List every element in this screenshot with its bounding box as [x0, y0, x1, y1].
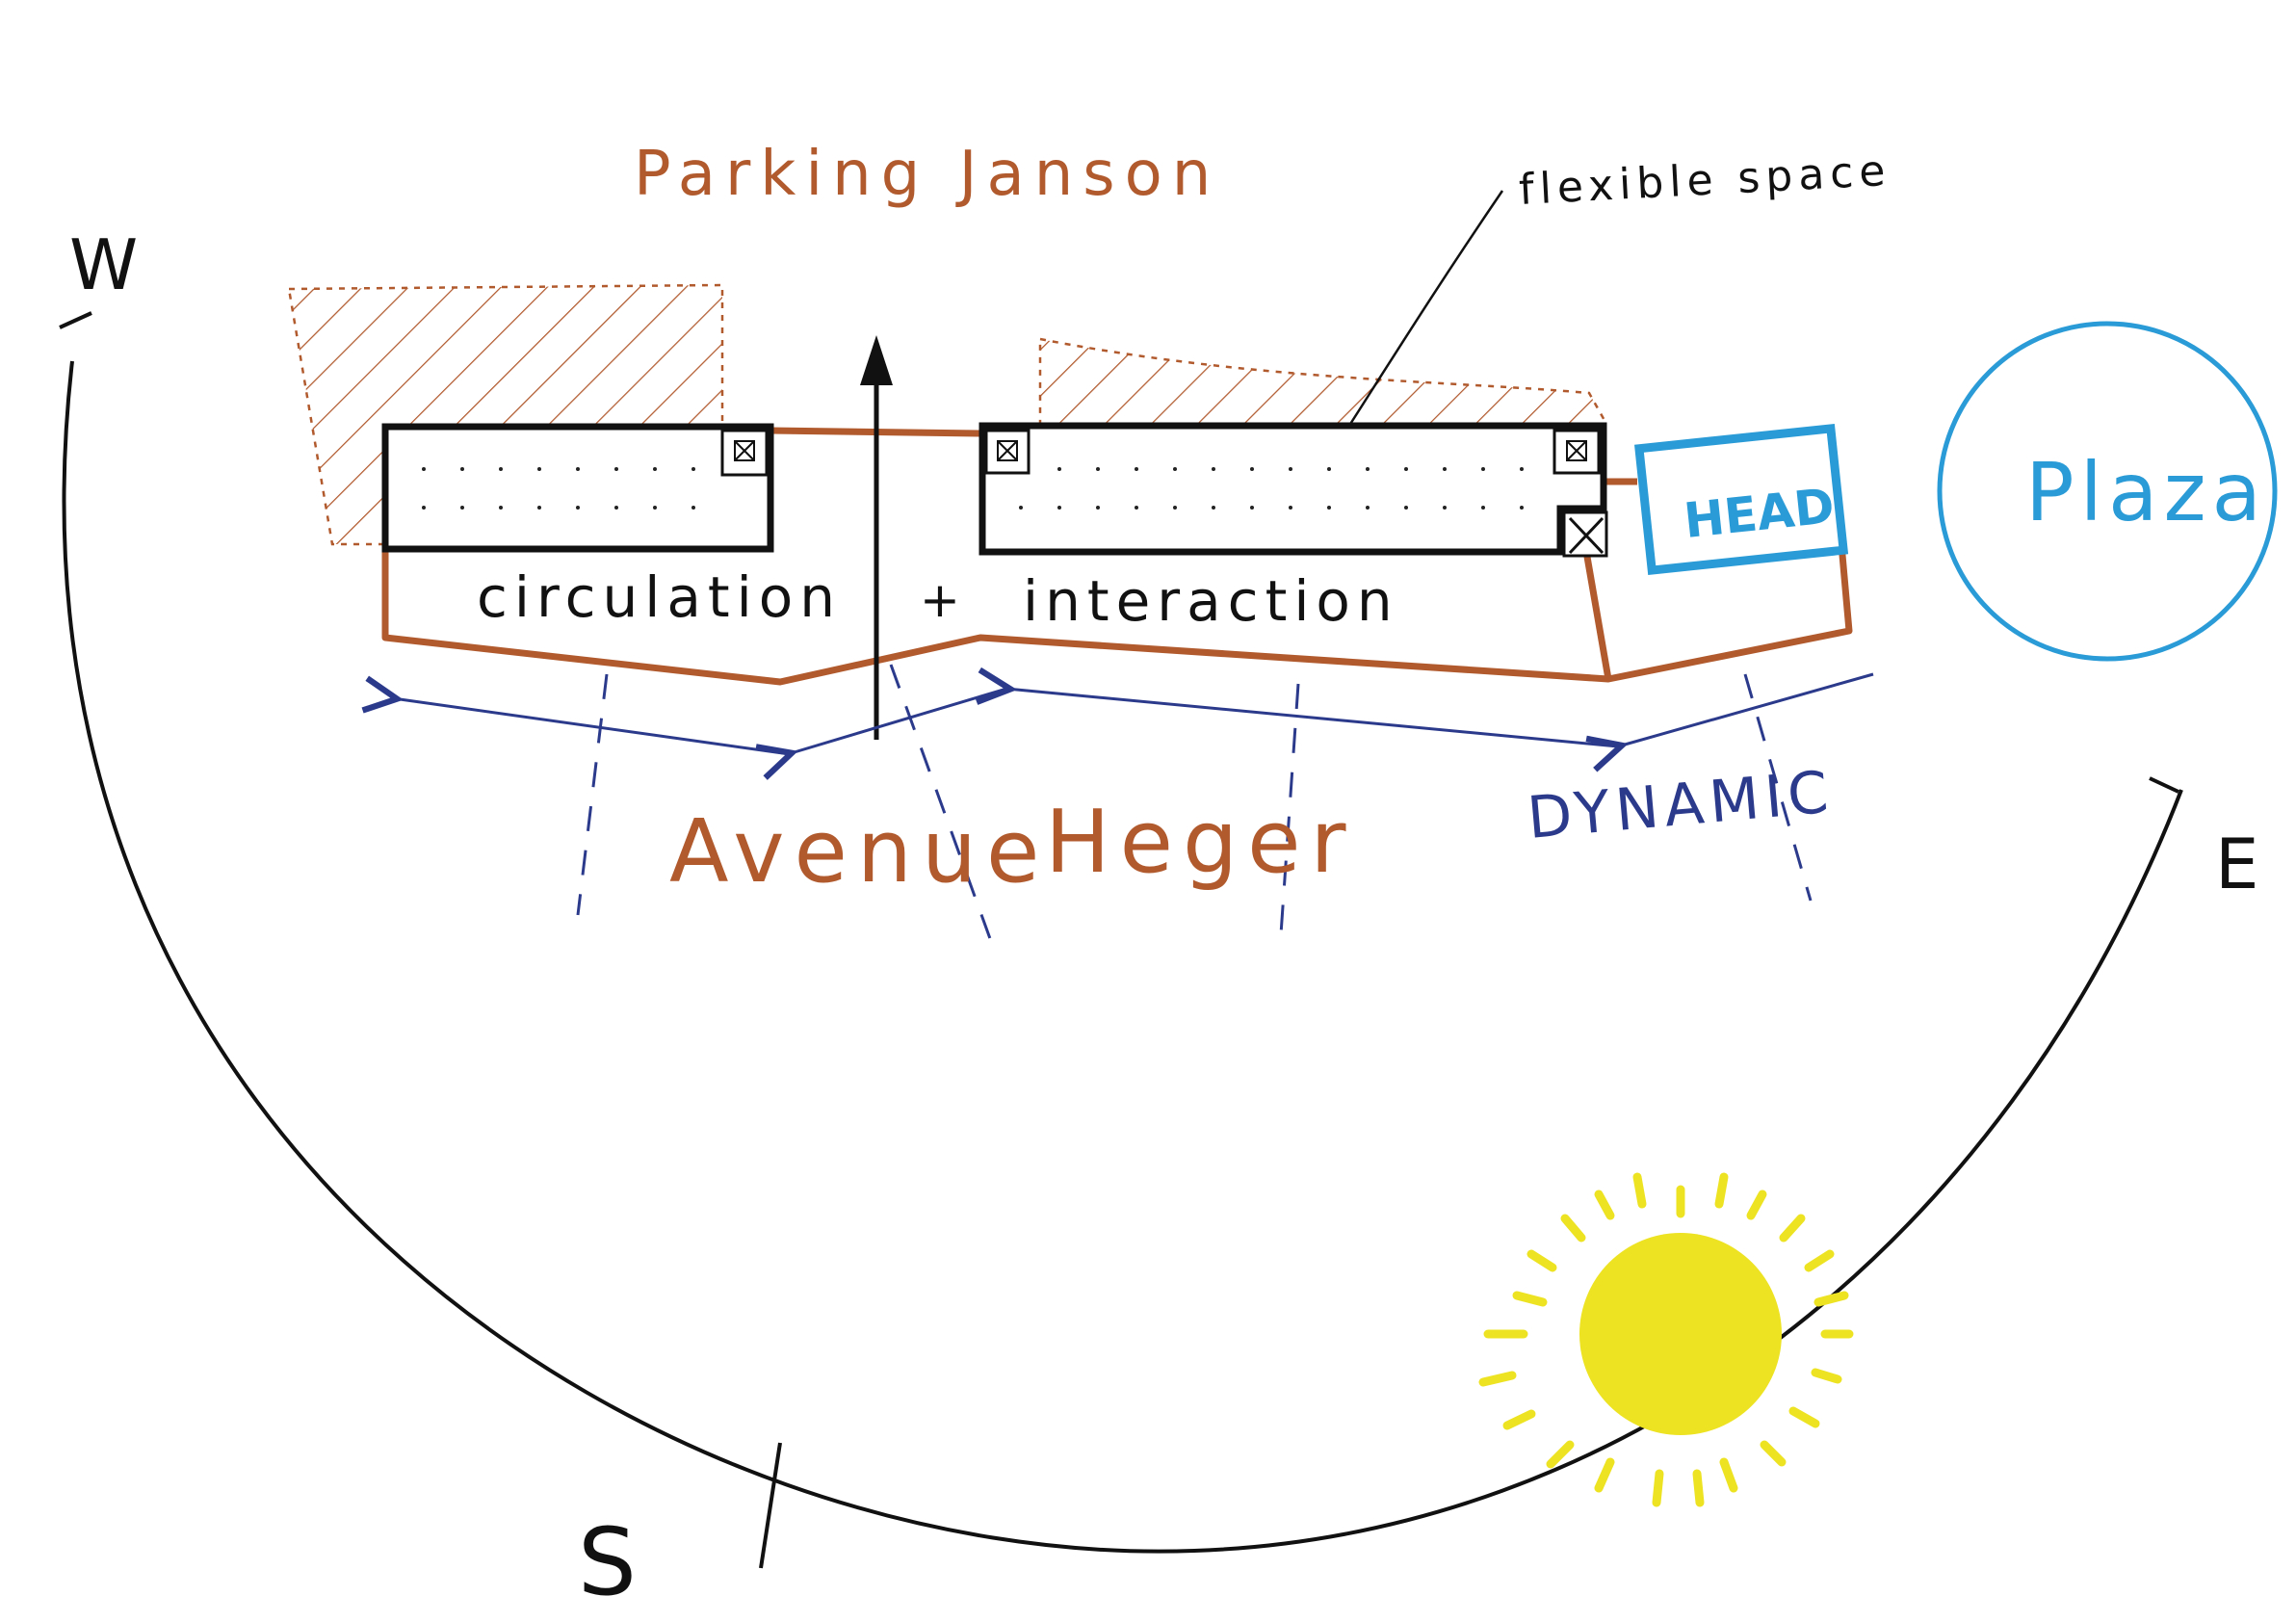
sun-icon — [1478, 1172, 1854, 1507]
building-east — [978, 422, 1607, 556]
plaza-circle — [1937, 321, 2278, 662]
crossed-box-icon — [720, 429, 769, 477]
flow-arrow-4 — [1618, 672, 1874, 746]
avenue-label: Avenue — [669, 801, 1049, 903]
sun-path-arc — [62, 360, 2183, 1554]
building-west — [381, 423, 774, 553]
plus-label: + — [920, 572, 960, 628]
south-tick — [759, 1442, 782, 1569]
building-west-grid — [422, 467, 695, 510]
north-arrow-icon — [860, 335, 893, 740]
crossed-box-icon — [1552, 429, 1601, 475]
connector-right-slope — [1583, 556, 1612, 680]
east-tick — [2149, 776, 2179, 794]
hatched-area-east — [1038, 337, 1609, 426]
heger-label: Heger — [1045, 792, 1356, 893]
parking-label: Parking Janson — [634, 139, 1220, 210]
interaction-label: interaction — [1023, 568, 1399, 634]
crossed-box-icon — [1562, 510, 1608, 558]
west-tick — [59, 311, 92, 329]
flow-arrow-1 — [393, 698, 791, 756]
flow-arrow-2 — [788, 687, 1007, 754]
head-box — [1634, 423, 1849, 576]
circulation-outline — [381, 543, 1853, 686]
compass-west: W — [69, 224, 138, 305]
plaza-label: Plaza — [2025, 445, 2267, 539]
flow-arrow-3 — [1006, 689, 1619, 748]
compass-east: E — [2215, 824, 2259, 904]
circulation-label: circulation — [477, 564, 842, 630]
dashed-lines — [576, 664, 1813, 945]
crossed-box-icon — [984, 429, 1031, 475]
compass-south: S — [578, 1508, 637, 1616]
flexible-space-label: flexible space — [1518, 146, 1892, 215]
dynamic-label: DYNAMIC — [1525, 758, 1837, 852]
